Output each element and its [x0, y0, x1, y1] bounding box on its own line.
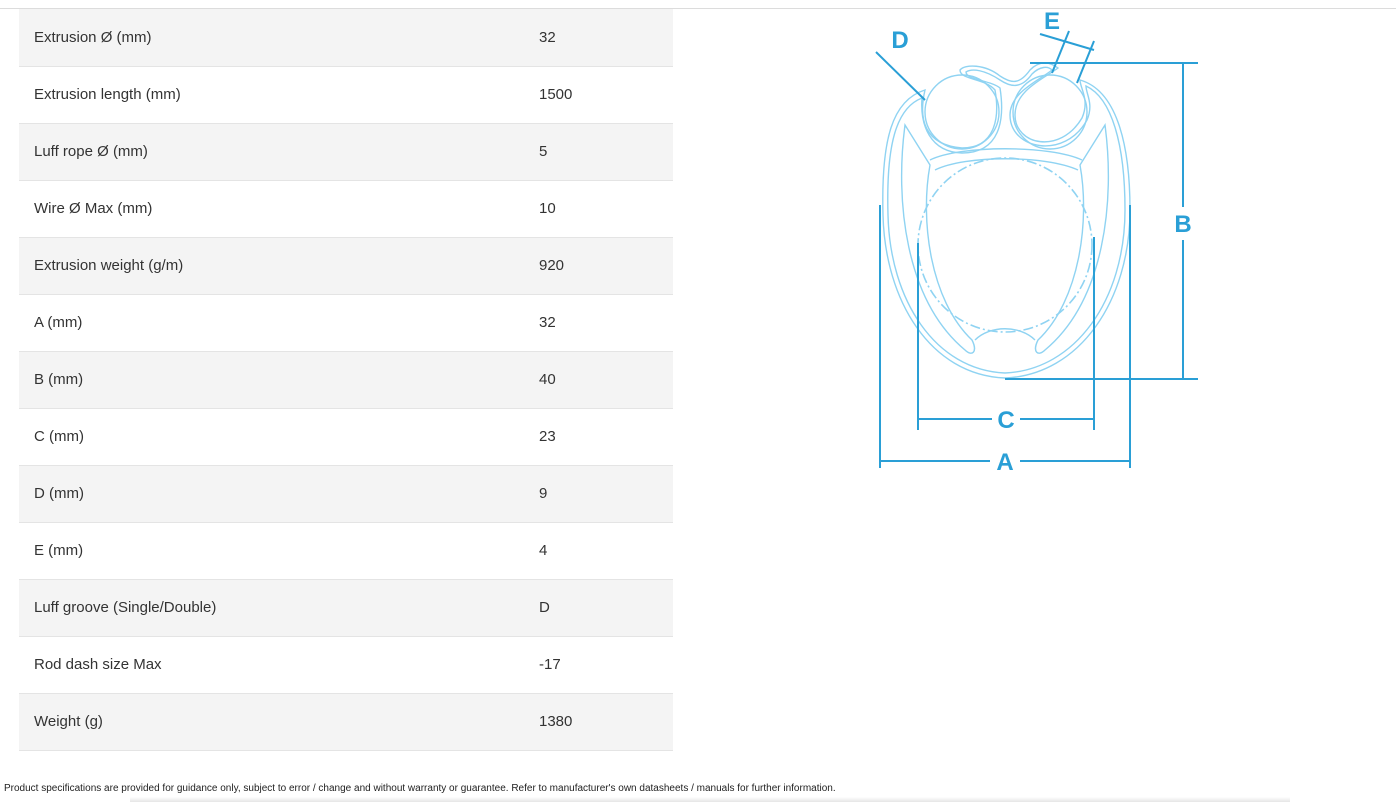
- spec-label: Luff groove (Single/Double): [19, 579, 534, 637]
- spec-value: 920: [534, 237, 673, 295]
- spec-label: Luff rope Ø (mm): [19, 123, 534, 181]
- table-row: Luff groove (Single/Double)D: [19, 579, 673, 637]
- table-row: Extrusion length (mm)1500: [19, 66, 673, 124]
- dimension-label-b: B: [1174, 211, 1191, 238]
- spec-label: C (mm): [19, 408, 534, 466]
- spec-value: 10: [534, 180, 673, 238]
- dimension-label-c: C: [997, 407, 1014, 434]
- luff-groove-left: [924, 74, 1000, 150]
- table-row: B (mm)40: [19, 351, 673, 409]
- spec-value: 32: [534, 9, 673, 67]
- spec-value: 23: [534, 408, 673, 466]
- spec-label: D (mm): [19, 465, 534, 523]
- spec-value: 1380: [534, 693, 673, 751]
- table-row: Extrusion Ø (mm)32: [19, 9, 673, 67]
- spec-value: 9: [534, 465, 673, 523]
- spec-value: 40: [534, 351, 673, 409]
- spec-value: D: [534, 579, 673, 637]
- table-row: Extrusion weight (g/m)920: [19, 237, 673, 295]
- bottom-shadow: [130, 797, 1290, 802]
- spec-label: Rod dash size Max: [19, 636, 534, 694]
- spec-value: -17: [534, 636, 673, 694]
- spec-label: E (mm): [19, 522, 534, 580]
- profile-outline: [882, 62, 1131, 379]
- spec-label: Weight (g): [19, 693, 534, 751]
- spec-value: 5: [534, 123, 673, 181]
- table-row: E (mm)4: [19, 522, 673, 580]
- spec-label: A (mm): [19, 294, 534, 352]
- table-row: D (mm)9: [19, 465, 673, 523]
- spec-value: 32: [534, 294, 673, 352]
- luff-groove-right: [1012, 74, 1088, 150]
- spec-label: Extrusion Ø (mm): [19, 9, 534, 67]
- spec-value: 1500: [534, 66, 673, 124]
- table-row: A (mm)32: [19, 294, 673, 352]
- dimension-lines: [875, 30, 1198, 468]
- dimension-label-d: D: [891, 27, 908, 54]
- top-divider: [0, 8, 1396, 9]
- wire-bore: [917, 157, 1093, 333]
- dimension-label-a: A: [996, 449, 1013, 476]
- table-row: Rod dash size Max-17: [19, 636, 673, 694]
- table-row: Weight (g)1380: [19, 693, 673, 751]
- spec-label: B (mm): [19, 351, 534, 409]
- disclaimer-text: Product specifications are provided for …: [4, 783, 836, 794]
- table-row: Luff rope Ø (mm)5: [19, 123, 673, 181]
- table-row: C (mm)23: [19, 408, 673, 466]
- dimension-label-e: E: [1044, 8, 1060, 35]
- spec-value: 4: [534, 522, 673, 580]
- spec-table: Extrusion Ø (mm)32 Extrusion length (mm)…: [19, 9, 673, 751]
- spec-label: Wire Ø Max (mm): [19, 180, 534, 238]
- extrusion-profile-diagram: A B C D E: [875, 8, 1198, 476]
- spec-label: Extrusion length (mm): [19, 66, 534, 124]
- spec-label: Extrusion weight (g/m): [19, 237, 534, 295]
- table-row: Wire Ø Max (mm)10: [19, 180, 673, 238]
